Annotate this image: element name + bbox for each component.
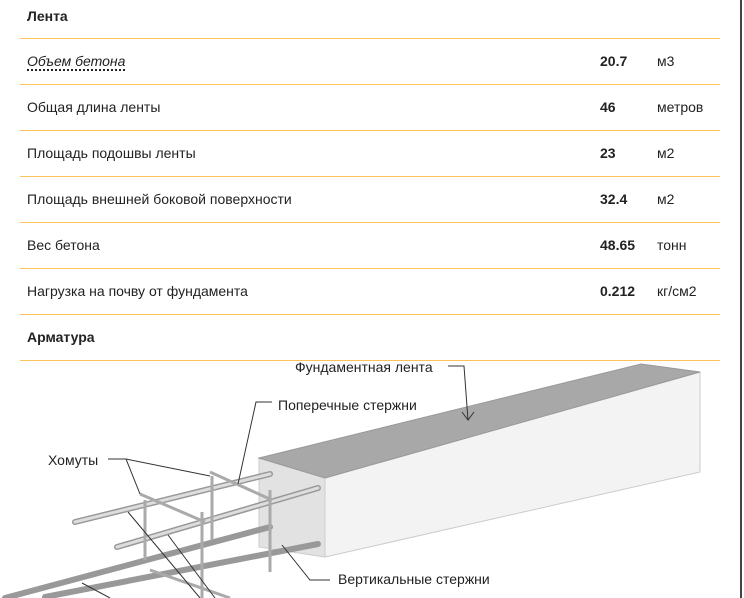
row-unit: м3 (657, 53, 675, 69)
table-row: Площадь подошвы ленты 23 м2 (27, 145, 717, 165)
divider (20, 176, 720, 177)
leader-lines (81, 365, 475, 598)
divider (20, 38, 720, 39)
row-unit: тонн (657, 237, 687, 253)
table-row: Вес бетона 48.65 тонн (27, 237, 717, 257)
row-value: 0.212 (600, 283, 636, 299)
row-value: 46 (600, 99, 616, 115)
section-title-armatura: Арматура (27, 329, 95, 345)
divider (20, 84, 720, 85)
divider (20, 268, 720, 269)
row-label: Нагрузка на почву от фундамента (27, 283, 248, 299)
row-value: 20.7 (600, 53, 628, 69)
row-unit: м2 (657, 191, 675, 207)
row-unit: метров (657, 99, 704, 115)
concrete-beam (257, 363, 701, 558)
divider (20, 222, 720, 223)
divider (20, 360, 720, 361)
row-label: Площадь подошвы ленты (27, 145, 196, 161)
label-transverse-rods: Поперечные стержни (278, 397, 417, 413)
table-row: Объем бетона 20.7 м3 (27, 53, 717, 73)
table-row: Площадь внешней боковой поверхности 32.4 м… (27, 191, 717, 211)
section-title-lenta: Лента (27, 8, 68, 24)
divider (20, 314, 720, 315)
window-edge (740, 0, 742, 598)
table-row: Общая длина ленты 46 метров (27, 99, 717, 119)
row-unit: кг/см2 (657, 283, 697, 299)
row-label: Общая длина ленты (27, 99, 161, 115)
row-label: Площадь внешней боковой поверхности (27, 191, 292, 207)
row-label-link[interactable]: Объем бетона (27, 53, 126, 71)
row-value: 23 (600, 145, 616, 161)
table-row: Нагрузка на почву от фундамента 0.212 кг/с… (27, 283, 717, 303)
cross-rods (139, 470, 273, 598)
row-value: 32.4 (600, 191, 628, 207)
divider (20, 130, 720, 131)
label-vertical-rods: Вертикальные стержни (338, 571, 490, 587)
row-label: Вес бетона (27, 237, 100, 253)
label-clamps: Хомуты (48, 452, 98, 468)
row-unit: м2 (657, 145, 675, 161)
row-value: 48.65 (600, 237, 636, 253)
label-strip: Фундаментная лента (295, 360, 433, 375)
rebar-diagram: Фундаментная лента Поперечные стержни Хо… (2, 360, 701, 598)
